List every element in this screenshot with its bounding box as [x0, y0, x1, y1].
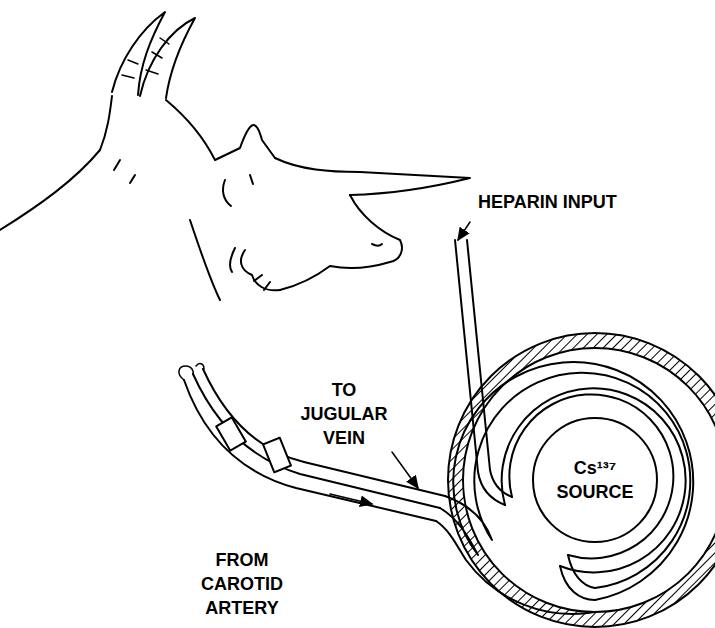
- part-label: HEPARIN INPUT: [476, 190, 619, 214]
- part-label: FROM CAROTID ARTERY: [192, 548, 292, 620]
- part-label: TO JUGULAR VEIN: [294, 378, 394, 450]
- source-circle: Cs¹³⁷ SOURCE: [532, 417, 658, 543]
- source-label: Cs¹³⁷ SOURCE: [550, 456, 640, 504]
